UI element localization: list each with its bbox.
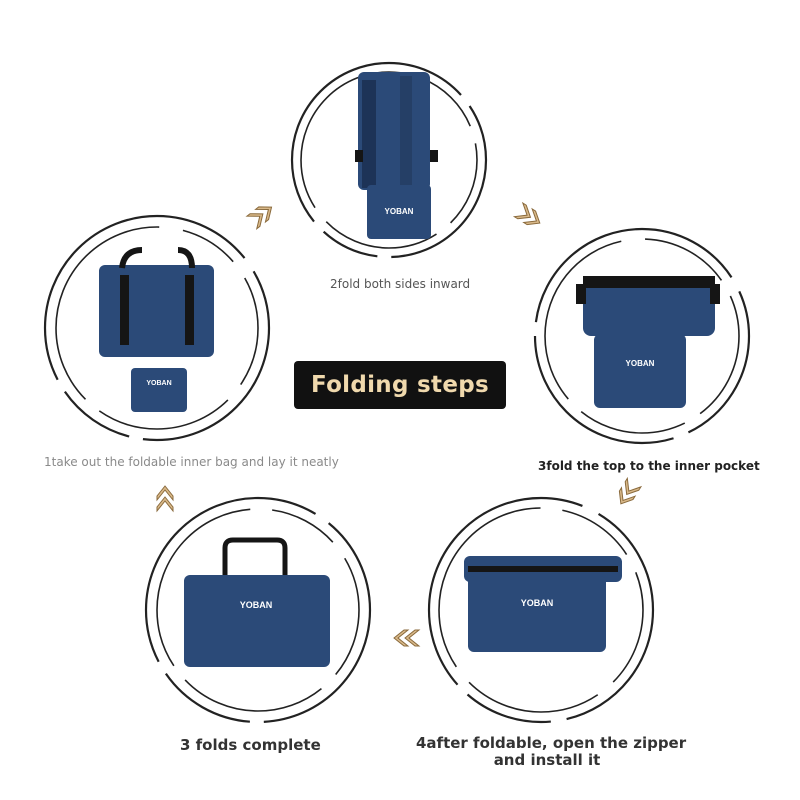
- page-title: Folding steps: [311, 372, 489, 398]
- step-5-caption: 3 folds complete: [180, 736, 321, 754]
- step-4-caption-line-1: 4after foldable, open the zipper: [416, 734, 687, 752]
- step-3-circle: YOBAN: [533, 227, 751, 445]
- title-banner: Folding steps: [294, 361, 506, 409]
- step-2-caption: 2fold both sides inward: [330, 277, 471, 291]
- brand-logo-2: YOBAN: [385, 207, 414, 216]
- step-1-circle: YOBAN: [43, 214, 271, 442]
- double-chevron-arrow-icon: [393, 629, 420, 647]
- brand-logo-3: YOBAN: [626, 359, 655, 368]
- double-chevron-arrow-icon: [156, 485, 174, 512]
- double-chevron-arrow-icon: [513, 202, 545, 231]
- step-4-caption: 4after foldable, open the zipper and ins…: [416, 734, 687, 769]
- step-4-caption-line-2: and install it: [493, 751, 601, 769]
- double-chevron-arrow-icon: [246, 200, 277, 230]
- step-2-bag-image: YOBAN: [355, 72, 438, 239]
- double-chevron-arrow-icon: [613, 477, 642, 509]
- step-3-bag-image: YOBAN: [576, 276, 720, 408]
- step-5-bag-image: YOBAN: [184, 537, 330, 667]
- step-4-bag-image: YOBAN: [464, 556, 622, 652]
- step-1-caption: 1take out the foldable inner bag and lay…: [44, 455, 339, 469]
- step-4-circle: YOBAN: [427, 496, 655, 724]
- step-2-circle: YOBAN: [290, 61, 488, 259]
- brand-logo-5: YOBAN: [240, 600, 273, 610]
- step-3-caption: 3fold the top to the inner pocket: [538, 459, 760, 473]
- step-5-circle: YOBAN: [144, 496, 372, 724]
- step-1-bag-image: YOBAN: [99, 247, 214, 412]
- brand-logo-1: YOBAN: [146, 380, 171, 387]
- brand-logo-4: YOBAN: [521, 598, 554, 608]
